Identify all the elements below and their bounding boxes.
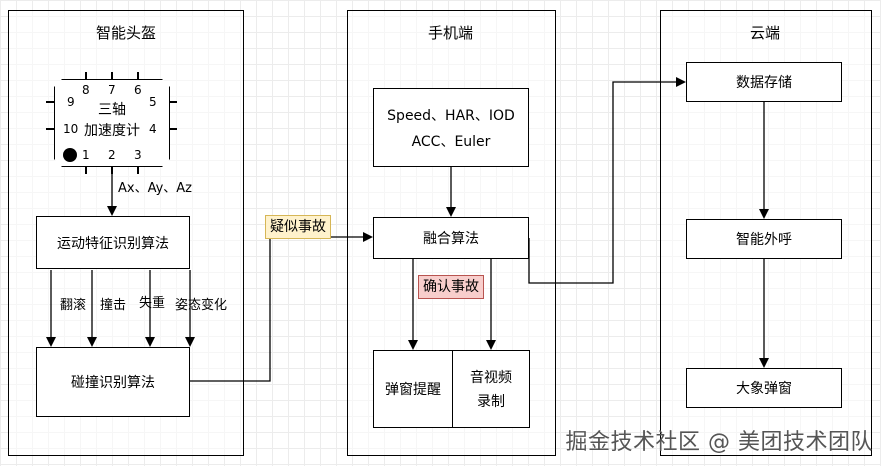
data-storage-box: 数据存储	[686, 62, 842, 102]
chip-pin-label: 6	[134, 83, 142, 97]
cloud-lane-title: 云端	[750, 24, 781, 42]
confirmed-accident-label: 确认事故	[418, 275, 484, 299]
chip-pin	[85, 72, 87, 80]
chip-pin-label: 8	[82, 83, 90, 97]
metrics-line1: Speed、HAR、IOD	[387, 107, 515, 124]
chip-pin-label: 1	[82, 148, 90, 162]
daxiang-popup-box: 大象弹窗	[686, 368, 842, 408]
sensor-name-line2: 加速度计	[84, 123, 140, 139]
chip-pin	[169, 101, 177, 103]
popup-reminder-label: 弹窗提醒	[385, 382, 441, 398]
chip-pin	[137, 166, 139, 174]
arrow-collision-to-fusion	[190, 232, 373, 382]
sensor-name-line1: 三轴	[98, 102, 126, 118]
daxiang-popup-label: 大象弹窗	[736, 381, 792, 397]
feature-label-impact: 撞击	[100, 298, 127, 313]
accel-axes-label: Ax、Ay、Az	[118, 181, 193, 196]
chip-pin-label: 10	[63, 122, 79, 136]
chip-pin	[111, 166, 113, 174]
data-storage-label: 数据存储	[736, 75, 792, 91]
chip-pin-label: 9	[67, 95, 75, 109]
popup-reminder-box: 弹窗提醒	[373, 350, 453, 428]
chip-pin-label: 5	[149, 95, 157, 109]
motion-feature-algorithm-box: 运动特征识别算法	[36, 216, 190, 269]
suspected-accident-label: 疑似事故	[265, 215, 331, 239]
metrics-line2: ACC、Euler	[411, 133, 491, 150]
helmet-lane-title: 智能头盔	[96, 24, 157, 42]
chip-pin	[137, 72, 139, 80]
smart-call-label: 智能外呼	[736, 232, 792, 248]
chip-pin-label: 2	[108, 148, 116, 162]
feature-label-weightless: 失重	[139, 296, 166, 311]
chip-pin	[85, 166, 87, 174]
arrow-fusion-to-storage	[528, 77, 686, 284]
fusion-algorithm-box: 融合算法	[373, 217, 529, 259]
av-record-box: 音视频 录制	[452, 350, 530, 428]
feature-label-posture-change: 姿态变化	[175, 298, 228, 313]
chip-pin	[46, 101, 54, 103]
chip-pin1-marker-icon	[63, 148, 77, 162]
chip-pin-label: 7	[108, 83, 116, 97]
motion-feature-algorithm-label: 运动特征识别算法	[57, 235, 169, 252]
av-record-line1: 音视频	[470, 370, 512, 386]
phone-lane-title: 手机端	[428, 24, 474, 42]
chip-pin-label: 3	[134, 148, 142, 162]
smart-call-box: 智能外呼	[686, 219, 842, 259]
metrics-box: Speed、HAR、IOD ACC、Euler	[373, 88, 529, 167]
av-record-line2: 录制	[477, 394, 505, 410]
chip-pin	[46, 128, 54, 130]
watermark: 掘金技术社区 @ 美团技术团队	[565, 430, 873, 455]
fusion-algorithm-label: 融合算法	[423, 231, 479, 247]
chip-pin-label: 4	[149, 122, 157, 136]
chip-pin	[169, 128, 177, 130]
feature-label-roll: 翻滚	[60, 298, 87, 313]
collision-algorithm-box: 碰撞识别算法	[36, 347, 190, 417]
collision-algorithm-label: 碰撞识别算法	[71, 375, 155, 391]
chip-pin	[111, 72, 113, 80]
